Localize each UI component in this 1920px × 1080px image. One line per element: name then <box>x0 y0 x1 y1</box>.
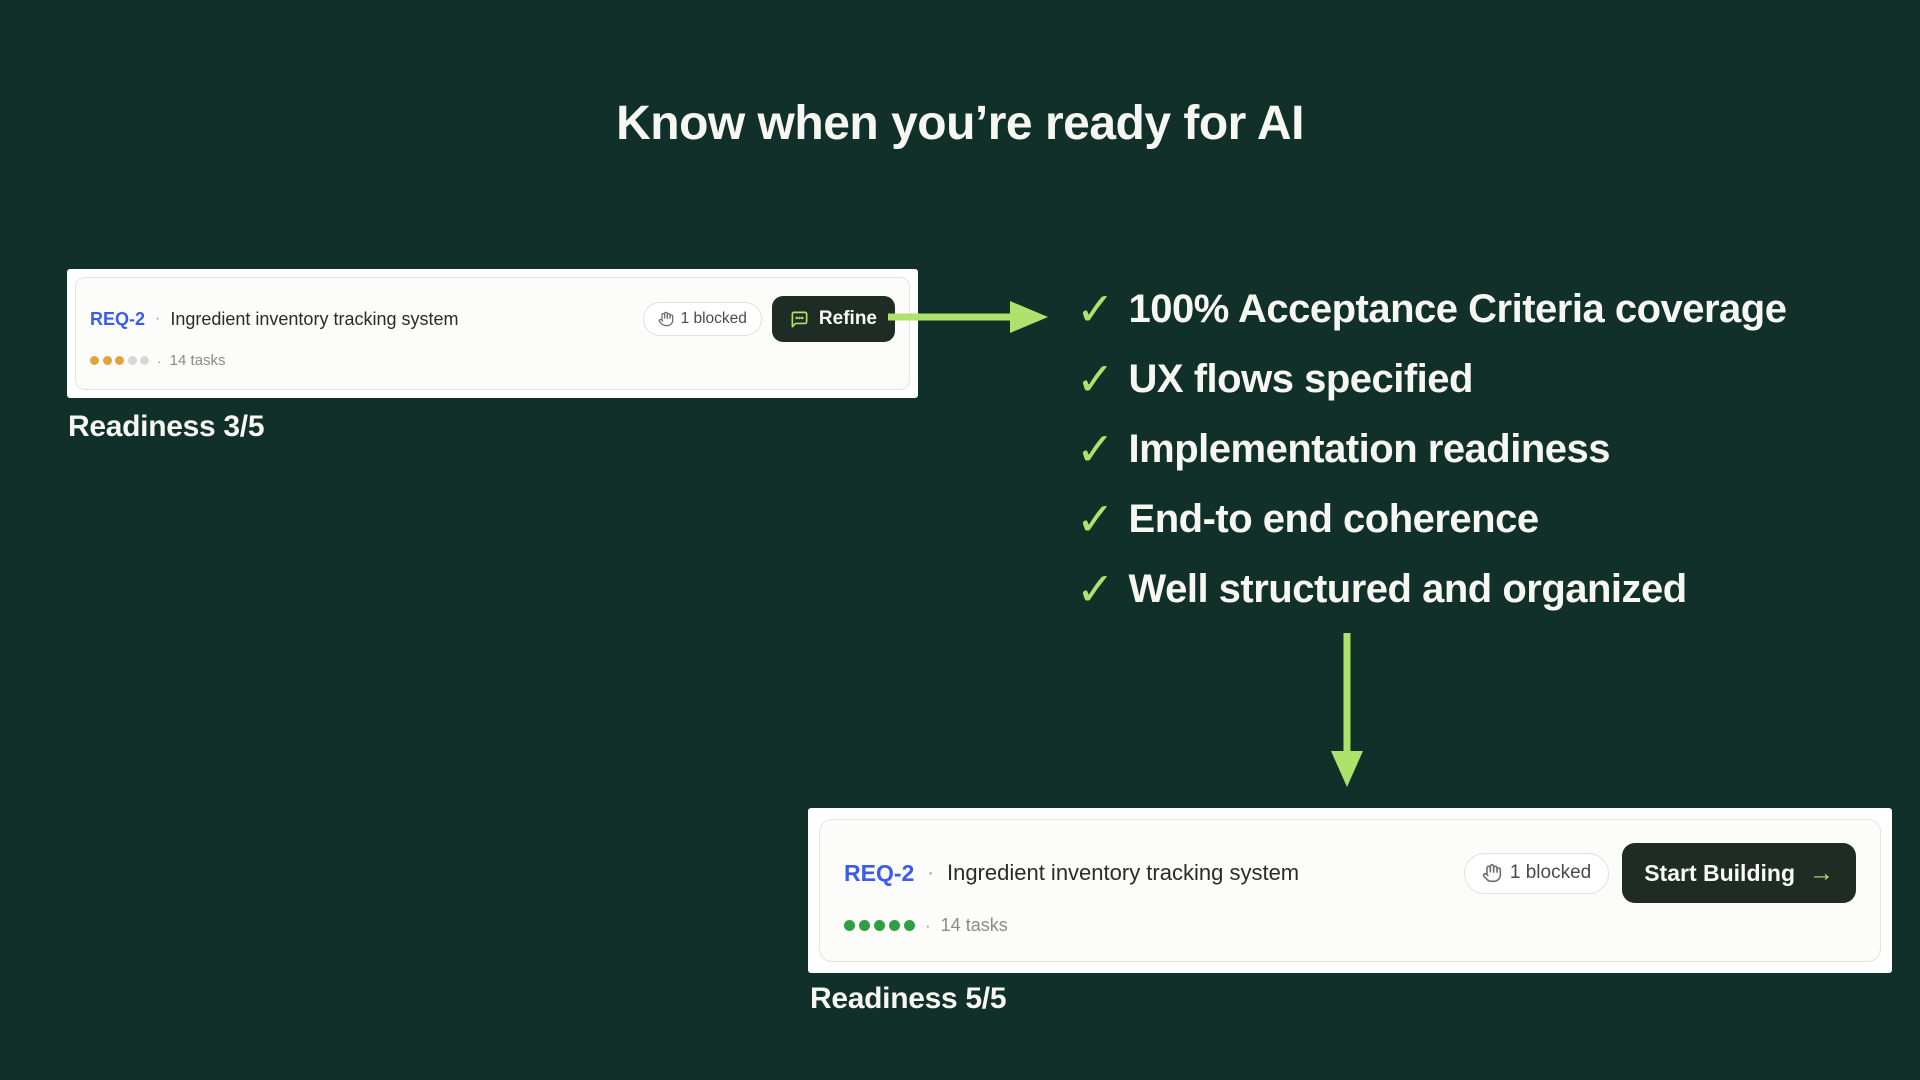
checklist-item-label: UX flows specified <box>1128 356 1474 401</box>
req-id-link[interactable]: REQ-2 <box>90 308 146 329</box>
req-row: REQ-2 · Ingredient inventory tracking sy… <box>90 296 895 342</box>
readiness-dots <box>90 356 149 365</box>
readiness-dot-filled <box>889 920 900 931</box>
arrow-right <box>888 301 1048 333</box>
start-building-label: Start Building <box>1644 859 1795 886</box>
readiness-row: · 14 tasks <box>90 352 895 369</box>
checklist-item-label: End-to end coherence <box>1128 496 1540 541</box>
readiness-dots <box>844 920 915 931</box>
readiness-dot-filled <box>115 356 124 365</box>
req-card-build[interactable]: REQ-2 · Ingredient inventory tracking sy… <box>819 819 1881 962</box>
arrow-down <box>1331 633 1363 787</box>
readiness-dot-filled <box>874 920 885 931</box>
readiness-dot-filled <box>844 920 855 931</box>
check-icon: ✓ <box>1076 563 1115 615</box>
readiness-dot-empty <box>127 356 137 365</box>
readiness-dot-empty <box>140 356 149 365</box>
checklist-item: ✓ Implementation readiness <box>1076 414 1786 484</box>
checklist-item-label: Well structured and organized <box>1128 566 1688 611</box>
readiness-row: · 14 tasks <box>844 915 1856 936</box>
separator-dot: · <box>155 310 161 327</box>
chat-bubble-icon <box>791 311 808 327</box>
separator-dot: · <box>927 861 934 884</box>
checklist-item: ✓ Well structured and organized <box>1076 554 1786 624</box>
checklist-item: ✓ 100% Acceptance Criteria coverage <box>1076 274 1787 344</box>
separator-dot: · <box>157 352 162 369</box>
page-title: Know when you’re ready for AI <box>616 97 1304 150</box>
check-icon: ✓ <box>1076 423 1115 475</box>
refine-button[interactable]: Refine <box>771 296 895 342</box>
task-count: 14 tasks <box>169 352 226 369</box>
req-row: REQ-2 · Ingredient inventory tracking sy… <box>844 843 1856 903</box>
task-count: 14 tasks <box>940 915 1008 935</box>
check-icon: ✓ <box>1076 493 1115 545</box>
check-icon: ✓ <box>1076 353 1115 405</box>
readiness-dot-filled <box>90 356 99 365</box>
readiness-label-5of5: Readiness 5/5 <box>810 982 1007 1015</box>
start-building-button[interactable]: Start Building → <box>1622 843 1856 903</box>
req-id-link[interactable]: REQ-2 <box>844 859 915 886</box>
blocked-badge[interactable]: 1 blocked <box>1463 852 1610 894</box>
readiness-dot-filled <box>859 920 870 931</box>
check-icon: ✓ <box>1076 283 1115 335</box>
blocked-badge[interactable]: 1 blocked <box>642 302 762 336</box>
checklist-item-label: 100% Acceptance Criteria coverage <box>1128 286 1787 331</box>
arrow-right-icon: → <box>1809 858 1834 887</box>
readiness-dot-filled <box>904 920 915 931</box>
req-title: Ingredient inventory tracking system <box>170 308 459 329</box>
req-card-refine-frame: REQ-2 · Ingredient inventory tracking sy… <box>67 269 918 398</box>
raised-hand-icon <box>658 311 673 327</box>
refine-button-label: Refine <box>818 308 877 329</box>
blocked-badge-label: 1 blocked <box>1509 862 1592 883</box>
checklist-item-label: Implementation readiness <box>1128 426 1611 471</box>
checklist-item: ✓ End-to end coherence <box>1076 484 1786 554</box>
checklist-item: ✓ UX flows specified <box>1076 344 1786 414</box>
checklist: ✓ 100% Acceptance Criteria coverage ✓ UX fl… <box>1076 274 1787 624</box>
req-card-refine[interactable]: REQ-2 · Ingredient inventory tracking sy… <box>75 277 910 390</box>
req-title: Ingredient inventory tracking system <box>946 860 1300 885</box>
readiness-label-3of5: Readiness 3/5 <box>68 410 265 443</box>
req-card-build-frame: REQ-2 · Ingredient inventory tracking sy… <box>808 808 1892 973</box>
raised-hand-icon <box>1482 863 1501 883</box>
separator-dot: · <box>925 915 931 935</box>
readiness-dot-filled <box>102 356 112 365</box>
blocked-badge-label: 1 blocked <box>680 310 747 327</box>
